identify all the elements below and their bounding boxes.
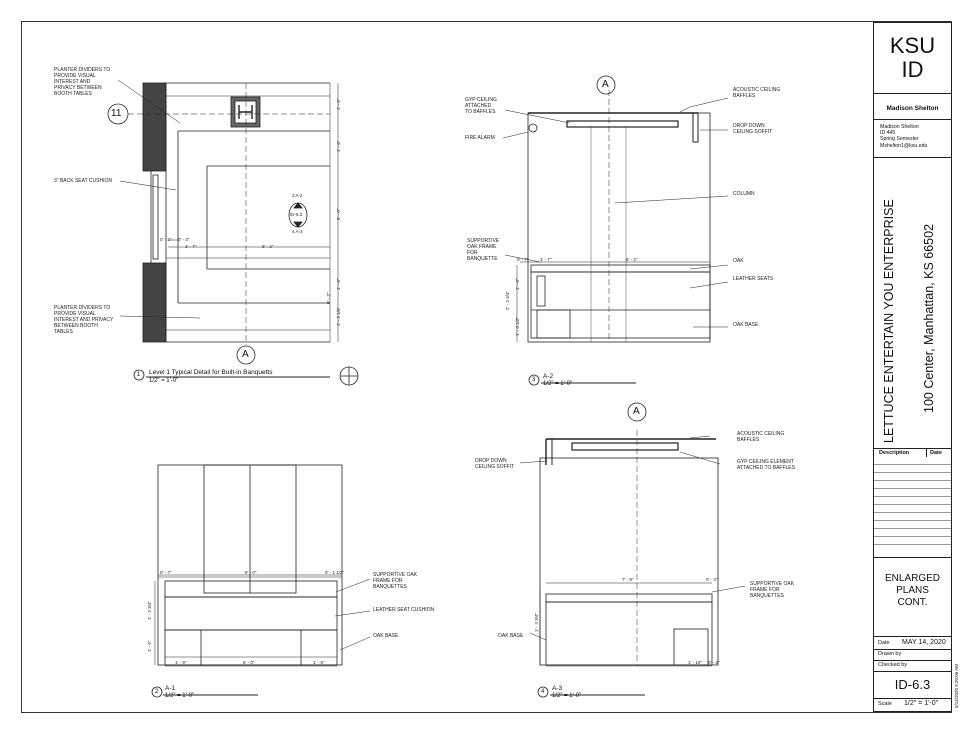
a1-dim-g: 6' - 0" — [243, 660, 255, 665]
a1-detail-number: 2 — [155, 689, 159, 695]
a2-note-drop: DROP DOWN CEILING SOFFIT — [733, 123, 773, 135]
plan-dim-7: 0' - 2" — [160, 237, 172, 242]
a3-title: A-3 — [552, 685, 563, 692]
school-name: KSU — [889, 33, 936, 58]
note-planter-bottom: PLANTER DIVIDERS TO PROVIDE VISUAL INTER… — [54, 305, 114, 335]
note-planter-top: PLANTER DIVIDERS TO PROVIDE VISUAL INTER… — [54, 67, 111, 97]
a1-dim-h: 1' - 9" — [313, 660, 325, 665]
a3-note-acoustic: ACOUSTIC CEILING BAFFLES — [737, 431, 785, 443]
a3-dim-e: 0' - 2" — [708, 660, 720, 665]
planter-top — [142, 82, 167, 172]
plan-dim-5: 0' - 3" — [326, 292, 331, 304]
a2-dim-f: 1' - 3 1/2" — [515, 317, 520, 336]
a2-note-acoustic: ACOUSTIC CEILING BAFFLES — [733, 87, 781, 99]
elev-tag-bottom: 4 A-3 — [292, 229, 303, 234]
scale-value: 1/2" = 1'-0" — [904, 700, 939, 707]
date-label: Date — [878, 640, 890, 646]
a3-scale: 1/2" = 1'-0" — [552, 693, 582, 699]
a1-dim-c: 0' - 1 1/2" — [325, 570, 344, 575]
scale-label: Scale — [878, 701, 892, 707]
sheet-number: ID-6.3 — [894, 677, 931, 692]
grid-bubble-label: 11 — [111, 108, 122, 119]
a1-dim-d: 1' - 3 3/4" — [147, 601, 152, 620]
a2-dim-b: 1' - 7" — [540, 257, 552, 262]
a3-note-oakbase: OAK BASE — [498, 633, 524, 639]
drawn-by-label: Drawn by — [878, 651, 902, 657]
a2-note-oakbase: OAK BASE — [733, 322, 759, 328]
a2-dim-a: 0' - 7" — [517, 257, 529, 262]
a3-dim-c: 1' - 3 3/4" — [534, 613, 539, 632]
a2-note-gyp: GYP CEILING ATTACHED TO BAFFLES — [465, 97, 497, 115]
a1-dim-e: 1' - 6" — [147, 640, 152, 652]
designer-name: Madison Shelton — [886, 105, 939, 112]
a3-section-marker: A — [633, 406, 640, 417]
plan-dim-9: 1' - 7" — [185, 244, 197, 249]
note-back-cushion: 3" BACK SEAT CUSHION — [54, 178, 112, 184]
a2-note-column: COLUMN — [733, 191, 755, 197]
a3-detail-number: 4 — [541, 689, 545, 695]
a2-title: A-2 — [543, 373, 554, 380]
plan-dim-1: 1' - 6" — [336, 98, 341, 110]
a2-dim-e: 1' - 6" — [515, 278, 520, 290]
a2-dim-d: 2' - 2 3/4" — [505, 291, 510, 310]
planter-bottom — [142, 262, 167, 343]
section-marker-plan: A — [242, 349, 249, 360]
title-block: KSU ID Madison Shelton Madison Shelton I… — [873, 22, 952, 712]
plan-scale: 1/2" = 1'-0" — [149, 378, 179, 384]
plan-dim-8: 0' - 3" — [178, 237, 190, 242]
designer-info: Madison Shelton ID 445 Spring Semester M… — [880, 124, 928, 149]
a1-note-frame: SUPPORTIVE OAK FRAME FOR BANQUETTES — [373, 572, 418, 590]
a3-dim-d: 1' - 10" — [688, 660, 702, 665]
a2-section-marker: A — [602, 79, 609, 90]
a3-dim-a: 7' - 9" — [622, 577, 634, 582]
checked-by-label: Checked by — [878, 662, 908, 668]
date-value: MAY 14, 2020 — [902, 639, 946, 646]
a2-note-oak: OAK — [733, 258, 744, 264]
a1-note-oakbase: OAK BASE — [373, 633, 399, 639]
project-name: LETTUCE ENTERTAIN YOU ENTERPRISE — [882, 199, 896, 443]
a1-dim-f: 1' - 9" — [175, 660, 187, 665]
plan-dim-10: 6' - 2" — [262, 244, 274, 249]
a3-dim-b: 0' - 3" — [706, 577, 718, 582]
a2-note-frame: SUPPORTIVE OAK FRAME FOR BANQUETTE — [467, 238, 500, 262]
a1-dim-a: 0' - 7" — [160, 570, 172, 575]
elev-tag-top: 3 A-2 — [292, 193, 303, 198]
a1-scale: 1/2" = 1'-0" — [165, 693, 195, 699]
dept-name: ID — [901, 57, 924, 82]
rev-date-header: Date — [930, 450, 942, 456]
project-address: 100 Center, Manhattan, KS 66502 — [922, 223, 936, 413]
a2-detail-number: 3 — [532, 377, 536, 383]
revision-table — [874, 457, 951, 548]
sheet-title: ENLARGED PLANS CONT. — [884, 573, 940, 608]
rev-description-header: Description — [879, 450, 910, 456]
plan-dim-3: 5' - 0" — [336, 208, 341, 220]
a1-title: A-1 — [165, 685, 176, 692]
plan-title: Level 1 Typical Detail for Built-in Banq… — [149, 369, 273, 376]
a1-note-leather: LEATHER SEAT CUSHION — [373, 607, 435, 613]
a2-scale: 1/2" = 1'-0" — [543, 381, 573, 387]
plan-dim-2: 1' - 6" — [336, 140, 341, 152]
print-timestamp: 5/14/2020 9:20:06 AM — [954, 663, 959, 708]
a3-note-frame: SUPPORTIVE OAK FRAME FOR BANQUETTES — [750, 581, 795, 599]
elev-tag-center: ID-6.3 — [290, 212, 303, 217]
plan-dim-4: 1' - 6" — [336, 278, 341, 290]
a2-note-leather: LEATHER SEATS — [733, 276, 774, 282]
a1-dim-b: 8' - 0" — [245, 570, 257, 575]
a3-note-drop: DROP DOWN CEILING SOFFIT — [475, 458, 515, 470]
a3-note-gyp: GYP CEILING ELEMENT ATTACHED TO BAFFLES — [737, 459, 795, 471]
a2-dim-c: 6' - 2" — [626, 257, 638, 262]
plan-dim-6: 1' - 3 1/4" — [336, 307, 341, 326]
a2-note-fire: FIRE ALARM — [465, 135, 495, 141]
plan-detail-number: 1 — [137, 372, 141, 378]
